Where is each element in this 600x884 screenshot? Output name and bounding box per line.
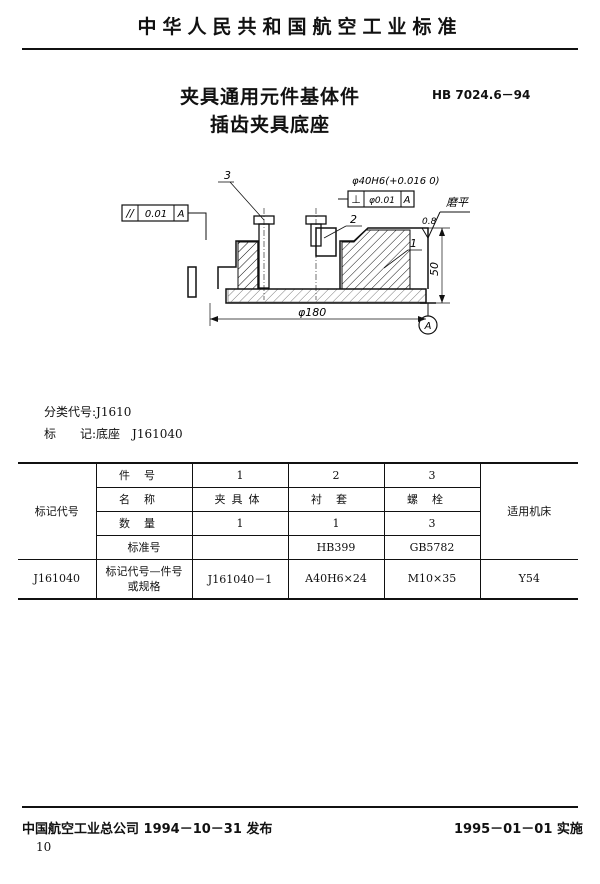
parallelism-frame: // 0.01 A [121, 204, 207, 240]
parallel-tolerance: 0.01 [145, 209, 167, 220]
roughness-value: 0.8 [422, 217, 437, 227]
marking-label: 标 记: [44, 427, 97, 441]
callout-2: 2 [350, 213, 357, 226]
parallel-symbol: // [125, 207, 135, 220]
datum-label: A [424, 321, 432, 332]
marking-line: 标 记:底座 J161040 [44, 425, 183, 442]
part-1-std [191, 534, 289, 560]
bushing [315, 227, 337, 257]
perp-datum: A [403, 195, 411, 206]
perp-symbol: ⊥ [351, 193, 361, 206]
parts-table: 标记代号 件号 1 2 3 适用机床 名称 夹具体 衬套 螺栓 数量 1 1 3… [18, 462, 578, 600]
part-2-qty: 1 [287, 510, 385, 536]
part-2-std: HB399 [287, 534, 385, 560]
technical-drawing: // 0.01 A ⊥ φ0.01 A φ40H6(+0.016 0) 3 2 … [121, 169, 470, 335]
part-2-spec: A40H6×24 [287, 558, 385, 600]
diameter-dimension: φ180 [298, 306, 326, 319]
perpendicularity-frame: ⊥ φ0.01 A [338, 190, 415, 208]
label-qty: 数量 [95, 510, 193, 536]
org-header: 中华人民共和国航空工业标准 [137, 16, 463, 38]
part-1-spec: J161040－1 [191, 558, 289, 600]
parallel-datum: A [177, 209, 185, 220]
header-mark-code: 标记代号 [18, 462, 97, 560]
standard-number: HB 7024.6－94 [432, 88, 531, 102]
height-dimension: 50 [428, 262, 441, 276]
surface-note: 磨平 [446, 196, 469, 209]
surface-finish-symbol: 0.8 磨平 [421, 196, 470, 240]
section-hatch-right [341, 229, 411, 290]
classification-code: 分类代号:J1610 [44, 405, 132, 419]
machine-value: Y54 [479, 558, 578, 600]
section-hatch-left [237, 241, 259, 290]
part-1-no: 1 [191, 462, 289, 488]
footer-rule [22, 806, 578, 808]
perp-tolerance: φ0.01 [369, 196, 395, 206]
part-1-name: 夹具体 [191, 486, 289, 512]
callout-3: 3 [224, 169, 231, 182]
label-std-no: 标准号 [95, 534, 193, 560]
issued-line: 中国航空工业总公司 1994－10－31 发布 [22, 822, 273, 837]
callout-1: 1 [410, 237, 417, 250]
part-3-spec: M10×35 [383, 558, 481, 600]
marking-value: 底座 J161040 [96, 427, 183, 441]
part-2-no: 2 [287, 462, 385, 488]
datum-circle [418, 315, 438, 335]
section-hatch-bottom [227, 288, 427, 303]
row-mark-code: J161040 [18, 558, 97, 600]
effective-line: 1995－01－01 实施 [454, 822, 583, 837]
title-line-2: 插齿夹具底座 [209, 114, 330, 136]
part-3-std: GB5782 [383, 534, 481, 560]
part-3-qty: 3 [383, 510, 481, 536]
part-2-name: 衬套 [287, 486, 385, 512]
part-3-no: 3 [383, 462, 481, 488]
part-1-qty: 1 [191, 510, 289, 536]
bore-dimension: φ40H6(+0.016 0) [352, 176, 440, 187]
label-part-no: 件号 [95, 462, 193, 488]
label-spec: 标记代号—件号 或规格 [95, 558, 193, 600]
part-3-name: 螺栓 [383, 486, 481, 512]
title-line-1: 夹具通用元件基体件 [179, 86, 360, 108]
page-number: 10 [36, 840, 52, 854]
header-rule [22, 48, 578, 50]
header-applicable-machine: 适用机床 [479, 462, 578, 560]
label-name: 名称 [95, 486, 193, 512]
